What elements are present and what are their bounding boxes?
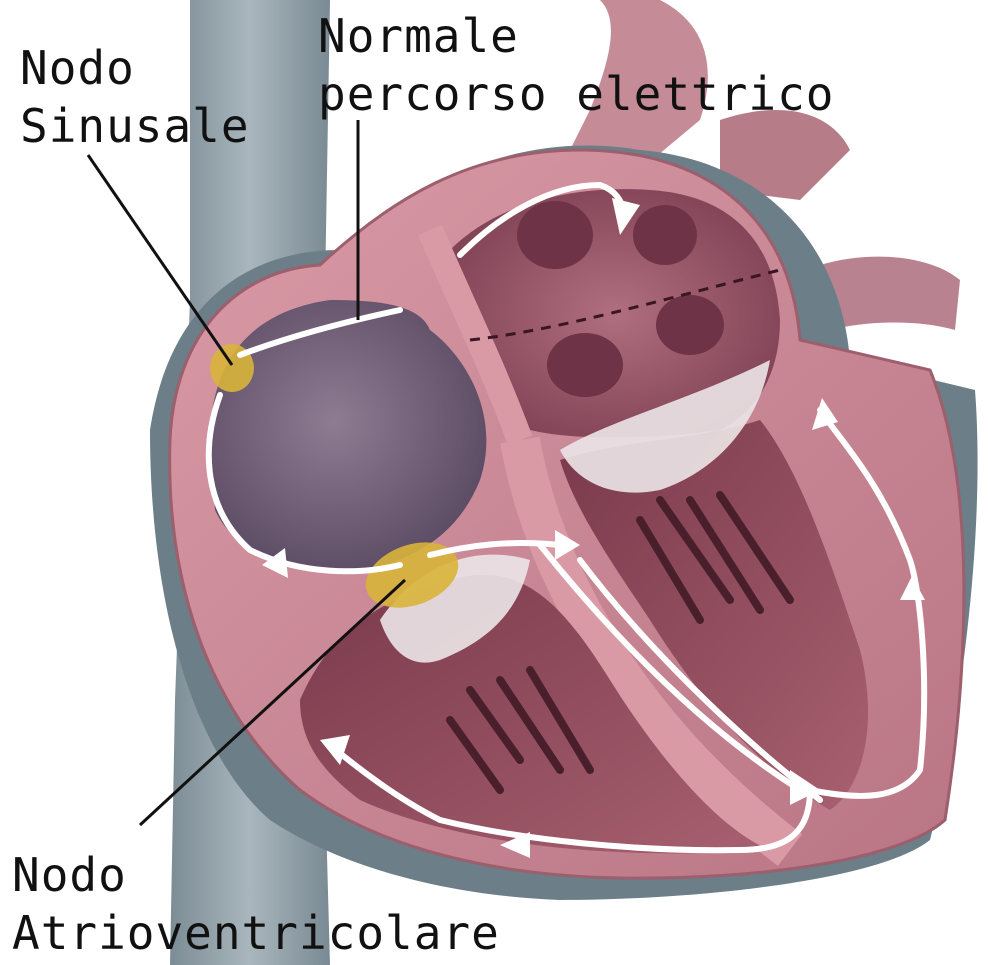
- vein-opening: [656, 295, 724, 355]
- label-path-line2: percorso elettrico: [318, 64, 835, 124]
- label-sa-node-line1: Nodo: [20, 38, 135, 98]
- label-path-line1: Normale: [318, 6, 519, 66]
- label-av-node-line1: Nodo: [12, 845, 127, 905]
- label-sa-node-line2: Sinusale: [20, 96, 250, 156]
- vein-opening: [547, 333, 623, 397]
- vein-opening: [517, 201, 593, 269]
- vein-opening: [633, 205, 697, 265]
- label-av-node-line2: Atrioventricolare: [12, 903, 500, 963]
